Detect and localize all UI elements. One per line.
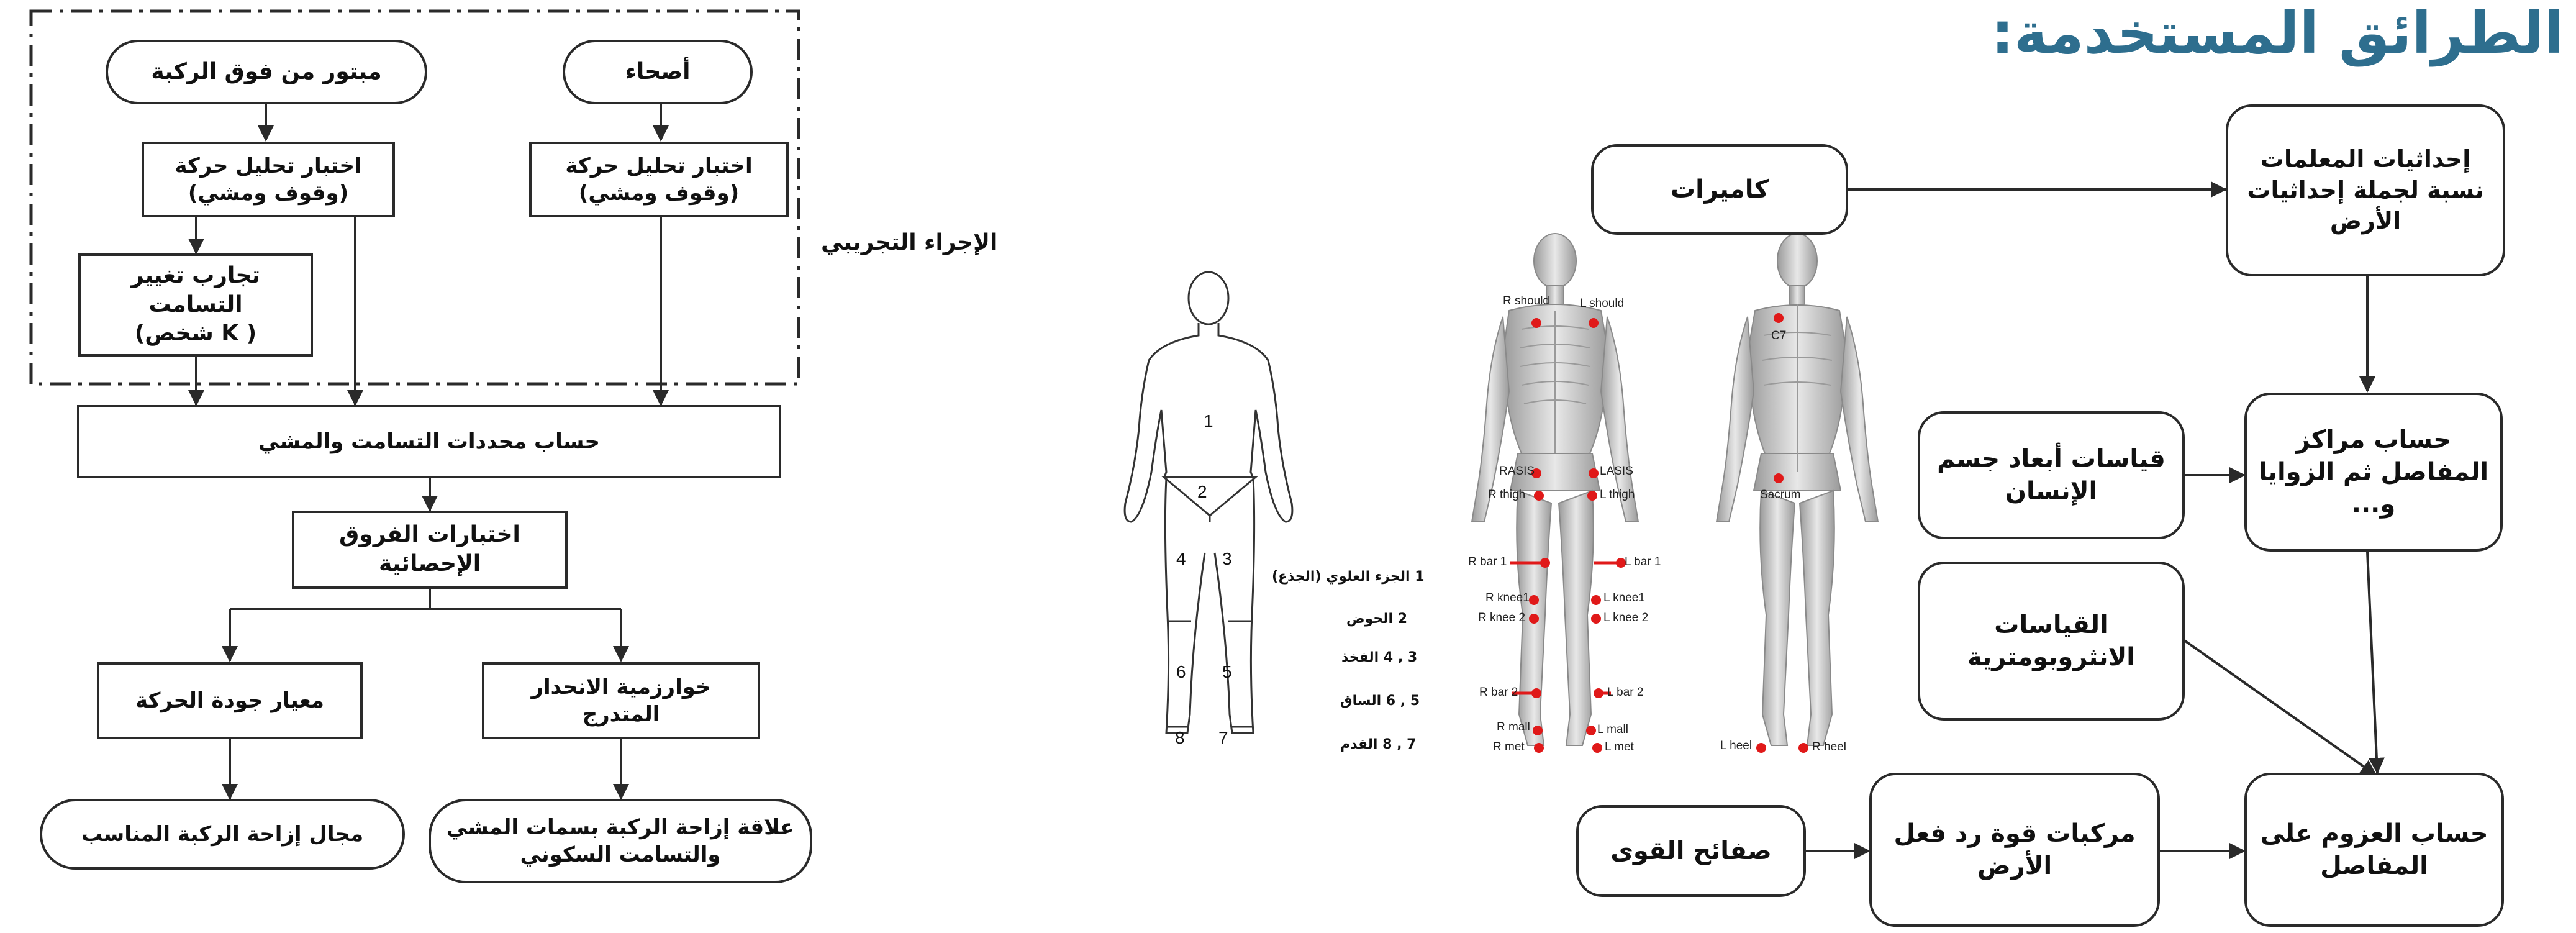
marker-label: R should — [1503, 294, 1549, 308]
marker-label: R met — [1493, 740, 1525, 754]
marker-label: R mall — [1497, 721, 1530, 734]
marker-label: L met — [1605, 740, 1634, 754]
marker-label: L thigh — [1600, 488, 1635, 502]
anthropometric-node: القياسات الانثروبومترية — [1918, 562, 2185, 721]
marker-label: L should — [1580, 297, 1624, 311]
anthropometric-line2: الانثروبومترية — [1967, 641, 2135, 673]
joint-moments-node: حساب العزوم على المفاصل — [2244, 773, 2504, 927]
marker-label: L bar 1 — [1625, 555, 1661, 569]
body-dimensions-line1: قياسات أبعاد جسم — [1937, 443, 2166, 475]
marker-label: R knee 2 — [1478, 611, 1525, 625]
marker-label: R bar 2 — [1479, 686, 1518, 699]
anthropometric-line1: القياسات — [1967, 609, 2135, 641]
marker-label: L knee 2 — [1603, 611, 1648, 625]
marker-label: R bar 1 — [1468, 555, 1507, 569]
cameras-node: كاميرات — [1591, 144, 1848, 235]
marker-label: R thigh — [1488, 488, 1525, 502]
marker-label: L knee1 — [1603, 591, 1645, 605]
joint-centers-line2: المفاصل ثم الزوايا — [2259, 456, 2488, 488]
ground-reaction-force-line2: الأرض — [1893, 850, 2135, 882]
ground-reaction-force-line1: مركبات قوة رد فعل — [1893, 817, 2135, 850]
body-dimensions-line2: الإنسان — [1937, 475, 2166, 507]
marker-label: L heel — [1720, 739, 1752, 753]
coordinates-line2: نسبة لجملة إحداثيات — [2247, 175, 2483, 206]
body-dimensions-node: قياسات أبعاد جسم الإنسان — [1918, 411, 2185, 539]
force-plates-node: صفائح القوى — [1576, 805, 1806, 897]
joint-centers-line1: حساب مراكز — [2259, 424, 2488, 456]
marker-label: Sacrum — [1760, 488, 1800, 502]
joint-centers-node: حساب مراكز المفاصل ثم الزوايا و... — [2244, 393, 2503, 552]
joint-moments-line1: حساب العزوم على — [2260, 817, 2488, 850]
marker-label: C7 — [1771, 329, 1786, 343]
marker-label: R heel — [1812, 740, 1846, 754]
force-plates-label: صفائح القوى — [1610, 835, 1772, 867]
marker-label: L mall — [1597, 723, 1628, 737]
ground-reaction-force-node: مركبات قوة رد فعل الأرض — [1869, 773, 2160, 927]
cameras-label: كاميرات — [1671, 173, 1769, 206]
marker-label: L bar 2 — [1607, 686, 1643, 699]
marker-label: R knee1 — [1485, 591, 1530, 605]
marker-label: RASIS — [1499, 465, 1535, 478]
marker-label: LASIS — [1600, 465, 1633, 478]
joint-centers-line3: و... — [2259, 488, 2488, 521]
coordinates-node: إحداثيات المعلمات نسبة لجملة إحداثيات ال… — [2226, 104, 2505, 276]
joint-moments-line2: المفاصل — [2260, 850, 2488, 882]
coordinates-line1: إحداثيات المعلمات — [2247, 144, 2483, 175]
coordinates-line3: الأرض — [2247, 206, 2483, 236]
